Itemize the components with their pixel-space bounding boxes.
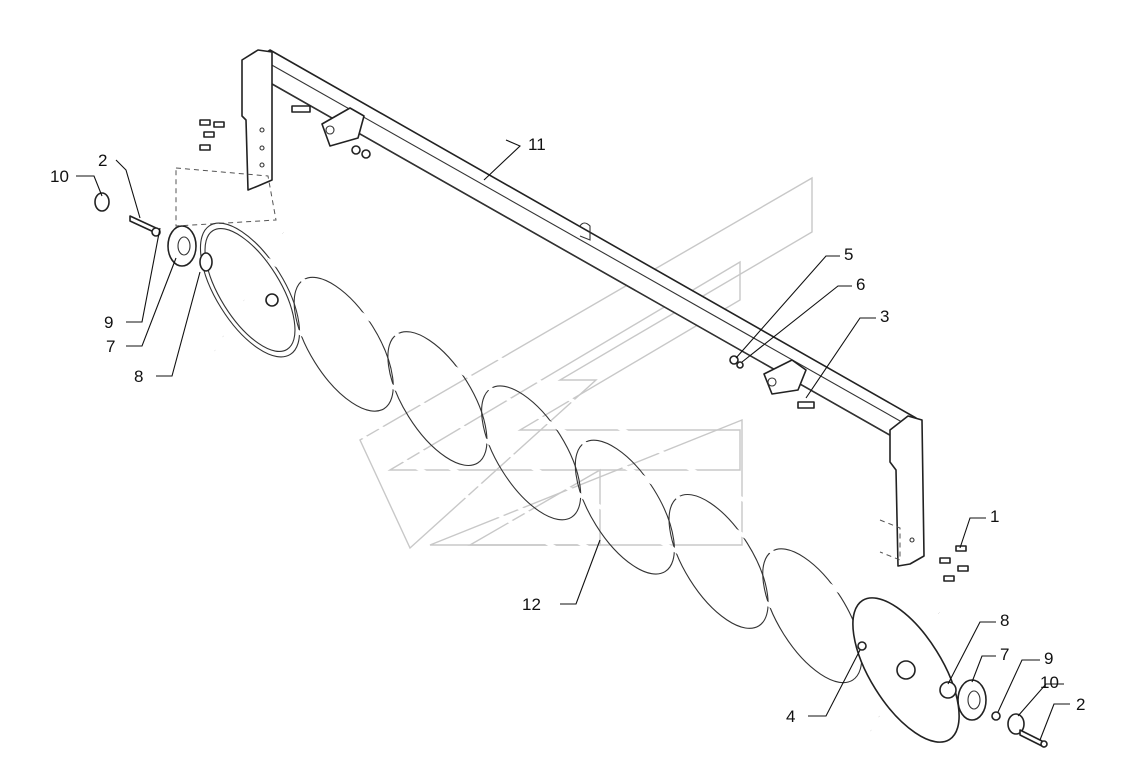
callout-4: 4 xyxy=(786,707,795,726)
callout-10-left: 10 xyxy=(50,167,69,186)
left-hardware xyxy=(94,105,371,272)
roller-bar-fill xyxy=(242,298,901,683)
right-hardware xyxy=(729,355,1048,748)
callout-10-right: 10 xyxy=(1040,673,1059,692)
roller-bar-fill xyxy=(213,348,872,733)
assembly-guides xyxy=(175,167,901,561)
callout-5: 5 xyxy=(844,245,853,264)
roller-disc xyxy=(668,493,769,629)
callout-6: 6 xyxy=(856,275,865,294)
roller-bar-fill xyxy=(281,231,940,615)
leader-lines xyxy=(76,139,1070,741)
callout-2-right: 2 xyxy=(1076,695,1085,714)
roller-hub-left xyxy=(265,293,279,307)
grease-nipple xyxy=(857,641,867,651)
frame-beam xyxy=(241,49,925,567)
roller-disc xyxy=(387,331,488,467)
roller-disc xyxy=(574,439,675,575)
callout-1: 1 xyxy=(990,507,999,526)
callout-labels: 2 10 9 7 8 11 5 6 3 1 12 4 8 7 9 10 2 xyxy=(50,135,1085,726)
callout-7-right: 7 xyxy=(1000,645,1009,664)
callout-2-left: 2 xyxy=(98,151,107,170)
roller-bar-fill xyxy=(266,257,925,642)
callout-12: 12 xyxy=(522,595,541,614)
callout-9-right: 9 xyxy=(1044,649,1053,668)
callout-11: 11 xyxy=(528,135,546,154)
callout-8-left: 8 xyxy=(134,367,143,386)
callout-8-right: 8 xyxy=(1000,611,1009,630)
roller-bar-fill xyxy=(222,334,881,719)
callout-9-left: 9 xyxy=(104,313,113,332)
callout-7-left: 7 xyxy=(106,337,115,356)
callout-3: 3 xyxy=(880,307,889,326)
roller-hub-right xyxy=(896,660,916,680)
roller-disc xyxy=(293,276,394,412)
roller-disc xyxy=(199,222,301,358)
roller-cage xyxy=(199,222,960,743)
roller-end-plate-left xyxy=(204,227,296,353)
